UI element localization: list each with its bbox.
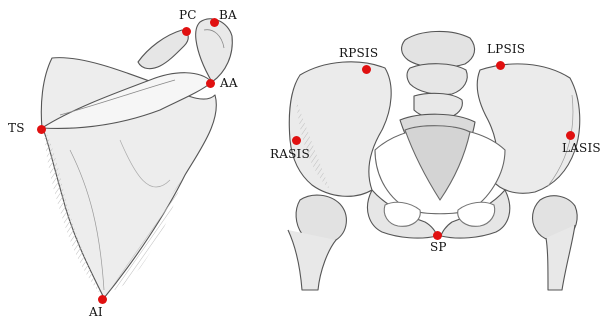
landmark-label-ba: BA <box>219 8 237 22</box>
scapula-drawing <box>41 19 232 298</box>
landmark-label-lasis: LASIS <box>562 141 601 155</box>
landmark-label-rpsis: RPSIS <box>339 46 378 60</box>
landmark-label-ts: TS <box>8 121 25 135</box>
landmark-label-lpsis: LPSIS <box>487 42 525 56</box>
landmark-marker-rpsis <box>362 65 371 74</box>
landmark-label-pc: PC <box>179 8 197 22</box>
landmark-marker-ai <box>98 295 107 304</box>
landmark-marker-rasis <box>292 136 301 145</box>
landmark-label-aa: AA <box>220 76 238 90</box>
landmark-marker-ba <box>210 18 219 27</box>
landmark-marker-pc <box>182 27 191 36</box>
landmark-marker-lpsis <box>496 61 505 70</box>
landmark-marker-sp <box>433 231 442 240</box>
landmark-marker-ts <box>37 125 46 134</box>
landmark-label-ai: AI <box>89 305 103 319</box>
landmark-label-rasis: RASIS <box>270 147 310 161</box>
landmark-marker-lasis <box>566 131 575 140</box>
landmark-marker-aa <box>206 79 215 88</box>
landmark-label-sp: SP <box>430 240 447 254</box>
